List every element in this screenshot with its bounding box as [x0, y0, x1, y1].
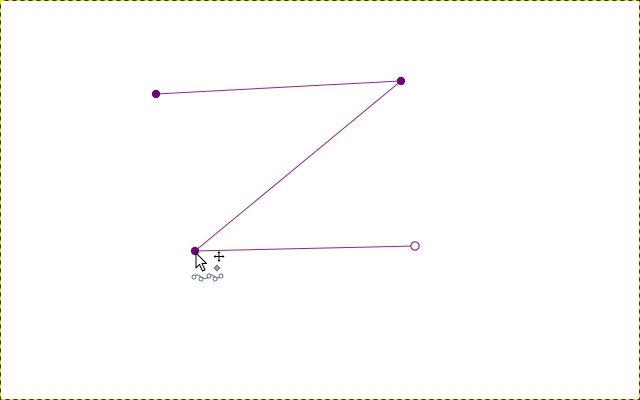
path-segments[interactable]: [155, 80, 416, 252]
path-segment-1[interactable]: [155, 80, 402, 95]
move-cross-icon: [213, 251, 225, 262]
path-segment-3[interactable]: [194, 245, 416, 252]
anchor-4[interactable]: [410, 241, 420, 251]
path-tool-badge-icon: [191, 264, 224, 282]
arrow-pointer-icon: [195, 252, 207, 272]
path-anchors[interactable]: [151, 76, 420, 256]
path-segment-2[interactable]: [194, 80, 402, 252]
paths-tool-cursor: [191, 251, 225, 282]
anchor-2[interactable]: [396, 76, 406, 86]
anchor-1[interactable]: [151, 89, 161, 99]
anchor-3[interactable]: [190, 246, 200, 256]
